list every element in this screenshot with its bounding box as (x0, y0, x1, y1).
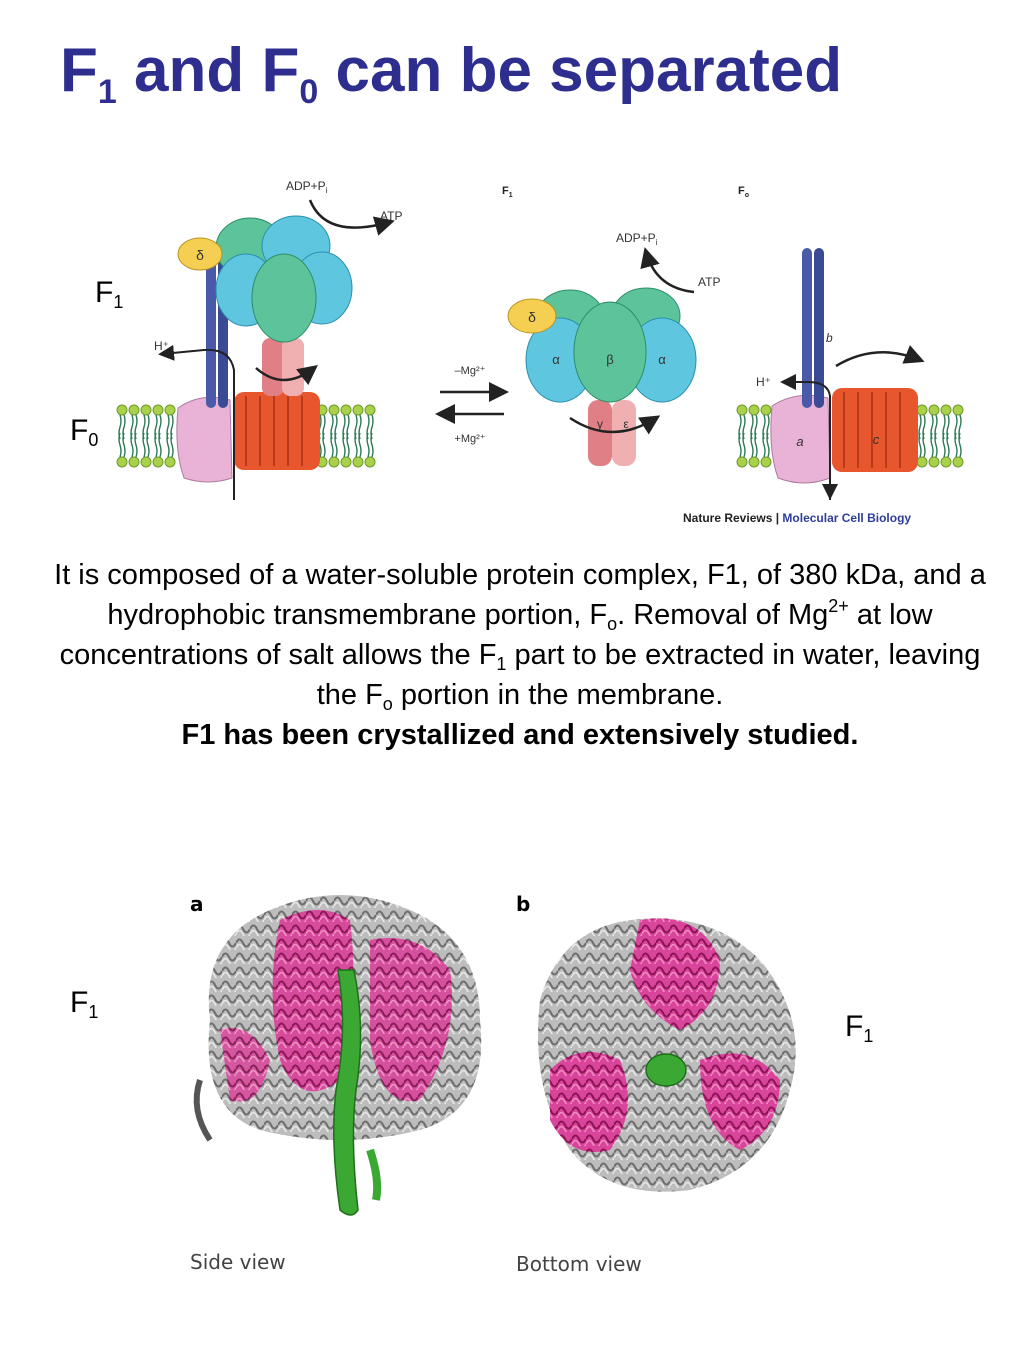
figure-credit: Nature Reviews | Molecular Cell Biology (683, 511, 912, 525)
a-label: a (796, 434, 803, 449)
beta-label: β (606, 352, 613, 367)
label-f1-bottom-right: F1 (845, 1010, 874, 1046)
side-view-structure (193, 895, 482, 1216)
atp-arrow-left (308, 199, 395, 236)
panel-b-label: b (516, 892, 531, 916)
minus-mg-label: –Mg²⁺ (455, 365, 486, 377)
c-ring-right (832, 388, 918, 472)
epsilon-left (282, 338, 304, 396)
rotation-arrow-middle (569, 415, 661, 435)
hplus-right-label: H⁺ (756, 375, 771, 389)
stalk-b-right-1 (802, 248, 812, 408)
head-beta-left (251, 253, 317, 343)
delta-middle-label: δ (528, 309, 536, 325)
alpha-right-label: α (658, 352, 666, 367)
delta-left (177, 237, 223, 271)
a-subunit-left (176, 396, 233, 483)
alpha-left-label: α (552, 352, 560, 367)
bold-statement: F1 has been crystallized and extensively… (181, 719, 859, 751)
label-f0-top: F0 (70, 414, 99, 450)
a-subunit-right (770, 394, 831, 484)
full-complex: δ H⁺ ADP+Pi ATP (116, 179, 402, 500)
fo-heading: Fo (738, 185, 749, 199)
bottom-view-label: Bottom view (516, 1252, 642, 1276)
atp-middle-label: ATP (698, 275, 720, 289)
gamma-subunit (588, 400, 612, 466)
rotation-arrow-right (835, 345, 925, 368)
hplus-left-label: H⁺ (154, 339, 169, 353)
label-f1-bottom-left: F1 (70, 986, 99, 1022)
b-label: b (826, 331, 833, 345)
f1-complex: F1 –Mg²⁺ +Mg²⁺ γ ε α β α δ ADP+Pi ATP (435, 185, 720, 466)
epsilon-label: ε (623, 417, 629, 431)
atp-left-label: ATP (380, 209, 402, 223)
delta-middle (507, 298, 557, 334)
proton-arrow-right (780, 374, 831, 500)
label-f1-top: F1 (95, 276, 124, 312)
beta-subunit (573, 301, 647, 403)
slide-title: F1 and F0 can be separated (60, 36, 843, 111)
rotation-arrow-left (255, 364, 318, 386)
gamma-left (262, 338, 284, 396)
delta-left-label: δ (196, 247, 204, 263)
atp-arrow-middle (640, 247, 695, 294)
c-label: c (873, 432, 880, 447)
bottom-view-structure (538, 918, 796, 1192)
crystal-structure-figure: a b (180, 880, 900, 1280)
stalk-b-right-2 (814, 248, 824, 408)
fo-complex: Fo c a b H⁺ (736, 185, 964, 500)
proton-arrow-left (158, 344, 235, 500)
description-paragraph: It is composed of a water-soluble protei… (40, 555, 1000, 755)
adp-middle-label: ADP+Pi (616, 231, 658, 247)
f1-heading: F1 (502, 185, 513, 199)
c-ring-left (234, 392, 320, 470)
crystal-structure-images (193, 895, 796, 1216)
side-view-label: Side view (190, 1250, 286, 1274)
plus-mg-label: +Mg²⁺ (454, 433, 485, 445)
atp-synthase-diagram: δ H⁺ ADP+Pi ATP F1 –Mg²⁺ +Mg²⁺ γ ε α β α… (116, 179, 964, 500)
adp-left-label: ADP+Pi (286, 179, 328, 195)
gamma-label: γ (597, 417, 603, 431)
epsilon-subunit (612, 400, 636, 466)
panel-a-label: a (190, 892, 204, 916)
stalk-b-left-1 (206, 258, 216, 408)
